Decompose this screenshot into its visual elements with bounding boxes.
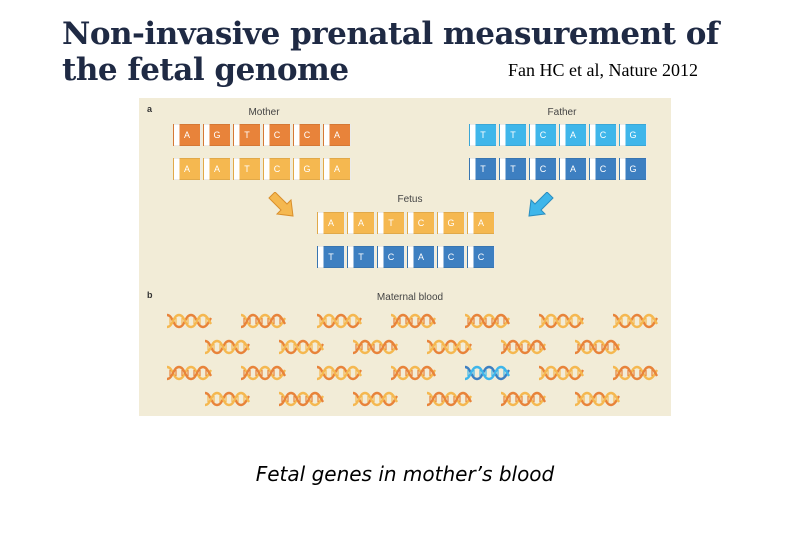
base-pair: A — [347, 212, 375, 234]
base-pair: C — [467, 246, 495, 268]
base-pair: C — [263, 124, 291, 146]
maternal-dna-fragment-icon — [165, 364, 213, 382]
base-pair: G — [619, 124, 647, 146]
base-pair: T — [499, 124, 527, 146]
base-pair: T — [233, 158, 261, 180]
maternal-dna-fragment-icon — [389, 364, 437, 382]
panel-b-label: b — [147, 290, 153, 300]
maternal-blood-label: Maternal blood — [376, 292, 444, 303]
base-pair: C — [377, 246, 405, 268]
base-pair: A — [323, 158, 351, 180]
citation: Fan HC et al, Nature 2012 — [508, 60, 698, 80]
base-pair: T — [469, 124, 497, 146]
base-pair: A — [317, 212, 345, 234]
maternal-dna-fragment-icon — [351, 390, 399, 408]
base-pair: C — [529, 158, 557, 180]
maternal-dna-fragment-icon — [277, 390, 325, 408]
maternal-dna-fragment-icon — [425, 338, 473, 356]
maternal-dna-fragment-icon — [239, 312, 287, 330]
base-pair: T — [317, 246, 345, 268]
mother-label: Mother — [248, 107, 280, 118]
maternal-dna-fragment-icon — [499, 338, 547, 356]
maternal-dna-fragment-icon — [499, 390, 547, 408]
base-pair: T — [347, 246, 375, 268]
maternal-dna-fragment-icon — [463, 312, 511, 330]
maternal-dna-fragment-icon — [611, 312, 659, 330]
base-pair: C — [589, 124, 617, 146]
base-pair: T — [499, 158, 527, 180]
base-pair: C — [589, 158, 617, 180]
base-pair: G — [437, 212, 465, 234]
maternal-dna-fragment-icon — [425, 390, 473, 408]
fetal-dna-fragment-icon — [463, 364, 511, 382]
base-pair: G — [203, 124, 231, 146]
maternal-dna-fragment-icon — [203, 390, 251, 408]
maternal-dna-fragment-icon — [165, 312, 213, 330]
panel-a-label: a — [147, 104, 153, 114]
maternal-dna-fragment-icon — [315, 312, 363, 330]
base-pair: A — [559, 158, 587, 180]
base-pair: T — [377, 212, 405, 234]
maternal-dna-fragment-icon — [537, 312, 585, 330]
father-label: Father — [547, 107, 577, 118]
maternal-dna-fragment-icon — [611, 364, 659, 382]
base-pair: T — [469, 158, 497, 180]
maternal-dna-fragment-icon — [389, 312, 437, 330]
maternal-dna-fragment-icon — [239, 364, 287, 382]
maternal-dna-fragment-icon — [537, 364, 585, 382]
base-pair: A — [323, 124, 351, 146]
base-pair: G — [619, 158, 647, 180]
slide-caption: Fetal genes in mother’s blood — [255, 462, 555, 486]
base-pair: T — [233, 124, 261, 146]
base-pair: C — [293, 124, 321, 146]
base-pair: A — [173, 158, 201, 180]
base-pair: G — [293, 158, 321, 180]
maternal-arrow-icon — [268, 192, 294, 217]
base-pair: A — [559, 124, 587, 146]
base-pair: C — [529, 124, 557, 146]
base-pair: A — [203, 158, 231, 180]
fetus-label: Fetus — [397, 194, 423, 205]
base-pair: A — [467, 212, 495, 234]
base-pair: C — [263, 158, 291, 180]
base-pair: C — [437, 246, 465, 268]
maternal-dna-fragment-icon — [573, 338, 621, 356]
maternal-dna-fragment-icon — [351, 338, 399, 356]
base-pair: A — [173, 124, 201, 146]
paternal-arrow-icon — [528, 192, 554, 217]
maternal-dna-fragment-icon — [203, 338, 251, 356]
maternal-dna-fragment-icon — [315, 364, 363, 382]
maternal-dna-fragment-icon — [573, 390, 621, 408]
slide-title: Non-invasive prenatal measurement of the… — [62, 16, 719, 88]
maternal-dna-fragment-icon — [277, 338, 325, 356]
base-pair: A — [407, 246, 435, 268]
base-pair: C — [407, 212, 435, 234]
